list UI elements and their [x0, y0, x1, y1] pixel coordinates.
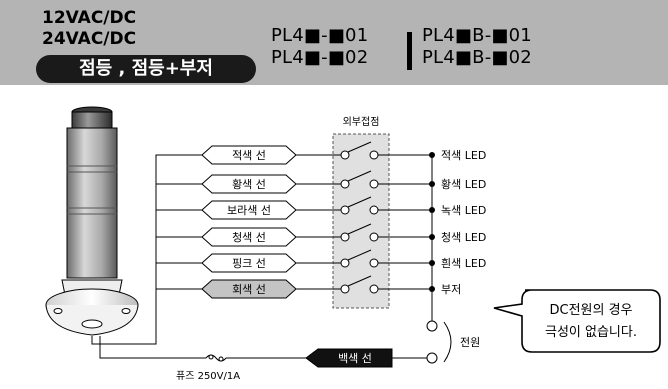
model-1a: PL4■-■01 [271, 25, 369, 46]
wire-label-yellow: 황색 선 [232, 178, 266, 191]
voltage-label-1: 12VAC/DC [42, 8, 137, 28]
voltage-label-2: 24VAC/DC [42, 29, 137, 49]
output-label-white: 흰색 LED [441, 257, 486, 270]
power-terminal-top [426, 320, 438, 332]
output-terminals [429, 152, 435, 292]
output-label-red: 적색 LED [441, 149, 486, 162]
fuse-label: 퓨즈 250V/1A [176, 371, 240, 382]
white-wire-label: 백색 선 [338, 352, 372, 365]
contact-switches [333, 141, 389, 294]
model-2a: PL4■B-■01 [422, 25, 532, 46]
header-banner: 12VAC/DC 24VAC/DC 점등 , 점등+부저 PL4■-■01 PL… [0, 0, 668, 85]
model-2b: PL4■B-■02 [422, 47, 532, 68]
output-label-green: 녹색 LED [441, 204, 486, 217]
model-1b: PL4■-■02 [271, 47, 369, 68]
white-wire-tag [305, 348, 393, 368]
contact-box [332, 133, 390, 309]
note-callout [493, 289, 661, 353]
wire-label-purple: 보라색 선 [227, 204, 271, 217]
power-bracket [443, 321, 452, 363]
power-label: 전원 [460, 336, 480, 349]
note-line-2: 극성이 없습니다. [545, 325, 637, 340]
wire-tags [201, 145, 297, 299]
power-terminal-bottom [426, 352, 438, 364]
output-label-buzzer: 부저 [441, 283, 461, 296]
tower-lamp [45, 106, 139, 336]
header-separator [407, 32, 412, 70]
mode-pill: 점등 , 점등+부저 [36, 55, 256, 83]
wire-label-gray: 회색 선 [232, 283, 266, 296]
wire-label-blue: 청색 선 [232, 231, 266, 244]
output-label-yellow: 황색 LED [441, 178, 486, 191]
note-line-1: DC전원의 경우 [549, 303, 632, 318]
wire-label-red: 적색 선 [232, 149, 266, 162]
contact-box-title: 외부접점 [343, 116, 380, 128]
wire-label-pink: 핑크 선 [232, 257, 266, 270]
output-label-blue: 청색 LED [441, 231, 486, 244]
